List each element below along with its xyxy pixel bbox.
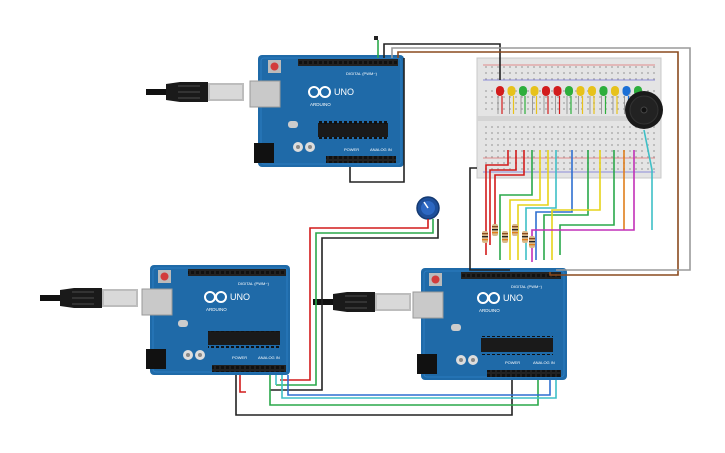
arduino-board-left[interactable]: ARDUINO UNO DIGITAL (PWM~) POWER ANALOG … <box>141 265 290 375</box>
analog-label: ANALOG IN <box>533 360 555 365</box>
resistor-group <box>482 224 535 248</box>
buzzer-icon[interactable]: + <box>625 91 663 129</box>
resistor-icon[interactable] <box>512 224 518 236</box>
microcontroller-chip <box>318 123 388 137</box>
led-icon[interactable] <box>565 86 573 114</box>
power-label: POWER <box>505 360 520 365</box>
arduino-logo: ARDUINO UNO <box>477 292 523 313</box>
power-jack <box>254 143 274 163</box>
led-icon[interactable] <box>519 86 527 114</box>
usb-cable-icon <box>40 288 138 308</box>
led-icon[interactable] <box>576 86 585 114</box>
svg-text:+: + <box>628 92 631 98</box>
analog-label: ANALOG IN <box>370 147 392 152</box>
model-label: UNO <box>334 87 354 97</box>
microcontroller-chip <box>208 331 280 345</box>
digital-label: DIGITAL (PWM~) <box>238 281 270 286</box>
power-jack <box>146 349 166 369</box>
digital-label: DIGITAL (PWM~) <box>346 71 378 76</box>
resistor-icon[interactable] <box>502 231 508 243</box>
power-label: POWER <box>232 355 247 360</box>
analog-label: ANALOG IN <box>258 355 280 360</box>
usb-port <box>412 291 444 319</box>
led-icon[interactable] <box>553 86 562 114</box>
potentiometer-icon[interactable] <box>416 196 440 220</box>
led-icon[interactable] <box>588 86 596 114</box>
led-icon[interactable] <box>542 86 550 114</box>
led-icon[interactable] <box>507 86 516 114</box>
arduino-logo: ARDUINO UNO <box>308 86 354 107</box>
arduino-logo: ARDUINO UNO <box>204 291 250 312</box>
model-label: UNO <box>503 293 523 303</box>
brand-label: ARDUINO <box>206 307 227 312</box>
brand-label: ARDUINO <box>479 308 500 313</box>
usb-port <box>249 80 281 108</box>
power-jack <box>417 354 437 374</box>
power-label: POWER <box>344 147 359 152</box>
led-icon[interactable] <box>599 86 608 114</box>
led-icon[interactable] <box>496 86 504 114</box>
led-icon[interactable] <box>530 86 539 114</box>
usb-port <box>141 288 173 316</box>
resistor-icon[interactable] <box>522 231 528 243</box>
resistor-icon[interactable] <box>492 224 498 236</box>
usb-cable-icon <box>146 82 244 102</box>
arduino-board-top[interactable]: ARDUINO UNO DIGITAL (PWM~) POWER ANALOG … <box>249 55 404 167</box>
microcontroller-chip <box>481 338 553 352</box>
usb-cable-icon <box>313 292 411 312</box>
resistor-icon[interactable] <box>482 231 488 243</box>
led-row <box>496 86 642 114</box>
arduino-board-right[interactable]: ARDUINO UNO DIGITAL (PWM~) POWER ANALOG … <box>412 268 567 380</box>
brand-label: ARDUINO <box>310 102 331 107</box>
led-icon[interactable] <box>611 86 619 114</box>
digital-label: DIGITAL (PWM~) <box>511 284 543 289</box>
resistor-icon[interactable] <box>529 236 535 248</box>
model-label: UNO <box>230 292 250 302</box>
